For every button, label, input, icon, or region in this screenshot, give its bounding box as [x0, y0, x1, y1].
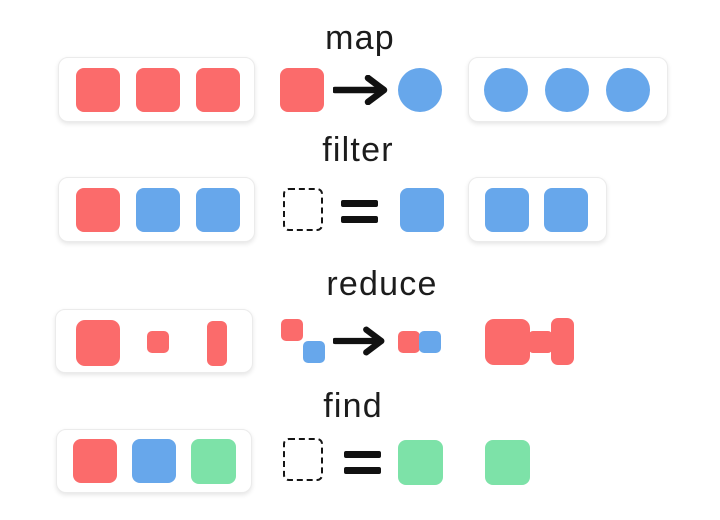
right-arrow-icon	[333, 326, 385, 356]
sq-red-shape	[136, 67, 180, 112]
sq-blue-shape	[136, 187, 180, 232]
sq-red-lg-shape	[76, 320, 120, 366]
sq-blue-sm-shape	[419, 331, 441, 353]
find-label: find	[323, 387, 383, 425]
find-operand-right	[398, 440, 443, 485]
equals-bar	[341, 200, 378, 207]
dashed-sq-shape	[283, 188, 323, 231]
sq-green-shape	[485, 440, 530, 485]
equals-icon	[341, 200, 378, 223]
equals-bar	[341, 216, 378, 223]
circle-blue-shape	[398, 68, 442, 112]
rect-red-tall-shape	[207, 321, 227, 366]
sq-red-shape	[196, 67, 240, 112]
equals-bar	[344, 451, 381, 458]
map-operand-right	[398, 68, 442, 112]
find-operand-left	[283, 438, 323, 481]
map-output-array	[468, 57, 668, 122]
reduce-input-array	[55, 309, 253, 373]
reduce-operand-right	[398, 331, 441, 353]
sq-red-shape	[280, 68, 324, 112]
reduce-operand-left	[281, 319, 325, 363]
rect-red-tall-lg-shape	[551, 318, 574, 365]
filter-label: filter	[322, 131, 394, 169]
filter-input-array	[58, 177, 255, 242]
map-label: map	[325, 19, 395, 57]
sq-red-shape	[73, 439, 117, 483]
sq-red-xl-shape	[485, 319, 530, 365]
equals-icon	[344, 451, 381, 474]
connector-red-shape	[529, 331, 552, 353]
dashed-sq-shape	[283, 438, 323, 481]
reduce-output-merged-shape	[485, 318, 574, 365]
filter-operand-left	[283, 188, 323, 231]
equals-bar	[344, 467, 381, 474]
sq-blue-shape	[132, 439, 176, 483]
sq-blue-shape	[196, 187, 240, 232]
circle-blue-shape	[606, 67, 650, 112]
find-output-element	[485, 440, 530, 485]
sq-red-shape	[76, 187, 120, 232]
filter-output-array	[468, 177, 607, 242]
map-input-array	[58, 57, 255, 122]
sq-blue-sm-shape	[303, 341, 325, 363]
sq-blue-shape	[400, 188, 444, 232]
find-input-array	[56, 429, 252, 493]
sq-red-shape	[76, 67, 120, 112]
reduce-label: reduce	[326, 265, 438, 303]
sq-red-sm-shape	[147, 331, 169, 353]
filter-operand-right	[400, 188, 444, 232]
sq-green-shape	[398, 440, 443, 485]
sq-blue-shape	[544, 187, 588, 232]
circle-blue-shape	[484, 67, 528, 112]
sq-blue-shape	[485, 187, 529, 232]
map-operand-left	[280, 68, 324, 112]
circle-blue-shape	[545, 67, 589, 112]
sq-green-shape	[191, 438, 236, 484]
right-arrow-icon	[333, 75, 388, 105]
sq-red-sm-shape	[281, 319, 303, 341]
sq-red-sm-shape	[398, 331, 420, 353]
